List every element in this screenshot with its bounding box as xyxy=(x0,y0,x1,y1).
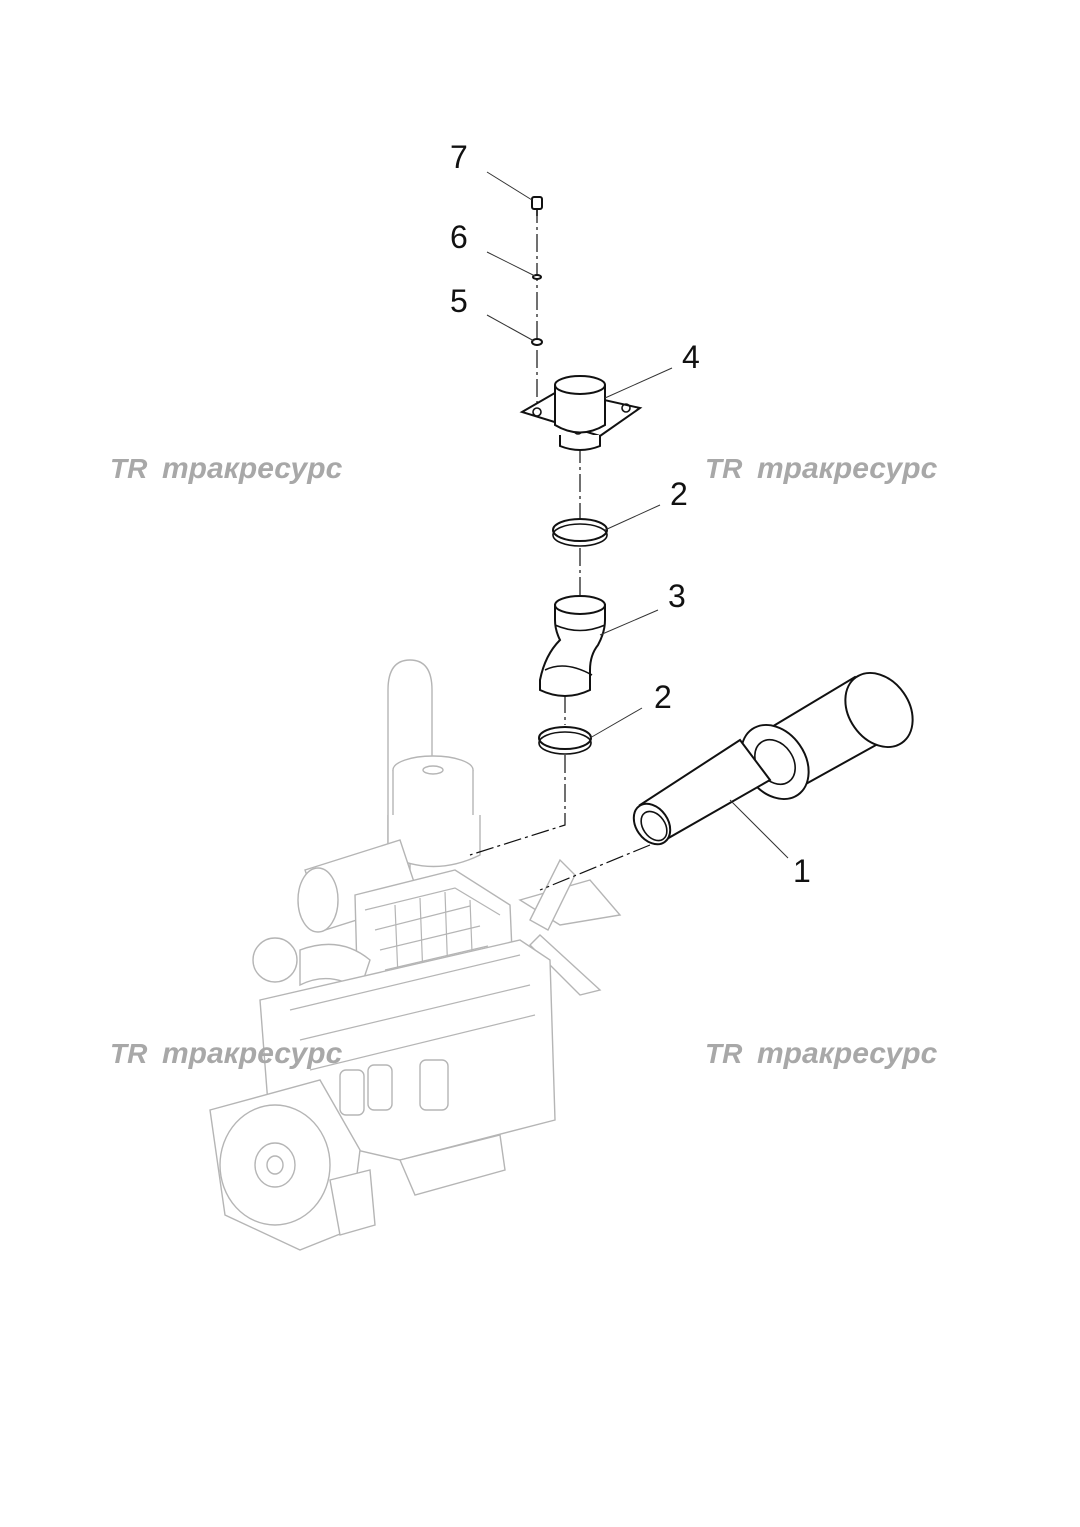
watermark-bottom-right: TR тракресурс xyxy=(705,1037,938,1070)
watermark-top-left: TR тракресурс xyxy=(110,452,343,485)
watermark-brand: тракресурс xyxy=(162,1037,343,1070)
assembly-axes xyxy=(469,205,651,891)
watermark-top-right: TR тракресурс xyxy=(705,452,938,485)
part-3-elbow-hose xyxy=(539,595,606,697)
callout-3: 3 xyxy=(668,578,686,614)
engine-assembly-ghost xyxy=(209,659,622,1251)
watermark-bottom-left: TR тракресурс xyxy=(110,1037,343,1070)
part-5-washer xyxy=(531,338,543,346)
callout-labels: 7 6 5 4 2 3 2 1 xyxy=(450,139,811,889)
watermark-brand: тракресурс xyxy=(757,452,938,485)
part-7-bolt xyxy=(531,196,543,216)
callout-2-lower: 2 xyxy=(654,679,672,715)
callout-4: 4 xyxy=(682,339,700,375)
watermark-logo: TR xyxy=(110,453,148,484)
callout-5: 5 xyxy=(450,283,468,319)
leader-lines xyxy=(486,171,789,859)
part-2-clamp-lower xyxy=(538,726,592,755)
callout-1: 1 xyxy=(793,853,811,889)
callout-2-upper: 2 xyxy=(670,476,688,512)
callout-6: 6 xyxy=(450,219,468,255)
watermark-brand: тракресурс xyxy=(162,452,343,485)
watermark-logo: TR xyxy=(110,1038,148,1069)
part-1-intake-pipe xyxy=(632,671,914,846)
watermark-logo: TR xyxy=(705,453,743,484)
part-4-flange-pipe xyxy=(519,375,643,451)
watermark-logo: TR xyxy=(705,1038,743,1069)
callout-7: 7 xyxy=(450,139,468,175)
watermark-brand: тракресурс xyxy=(757,1037,938,1070)
part-2-clamp-upper xyxy=(552,518,608,547)
